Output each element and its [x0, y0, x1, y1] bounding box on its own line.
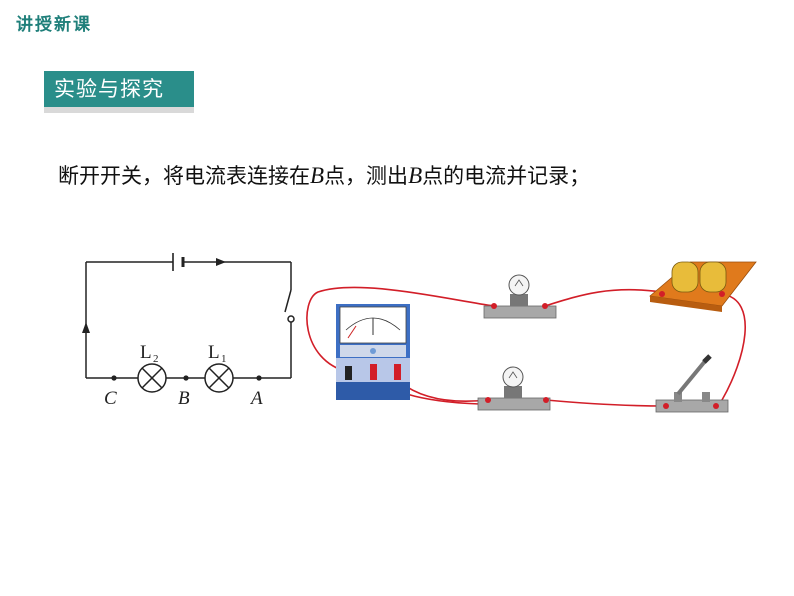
instruction-point2: B — [408, 163, 423, 188]
point-c-dot — [111, 375, 117, 381]
battery-icon — [172, 253, 185, 271]
instruction-part3: 点的电流并记录； — [422, 164, 591, 188]
instruction-part1: 断开开关，将电流表连接在 — [58, 164, 310, 188]
knife-switch-icon — [655, 354, 729, 413]
header-title: 讲授新课 — [16, 15, 92, 35]
point-c-label: C — [104, 388, 117, 409]
instruction-part2: 点，测出 — [324, 164, 409, 188]
ammeter-icon — [336, 304, 410, 400]
point-b-label: B — [178, 388, 190, 409]
point-b-dot — [183, 375, 189, 381]
lamp-l2-label: L — [140, 342, 152, 363]
wires — [306, 286, 746, 409]
section-label: 实验与探究 — [44, 71, 194, 113]
instruction-text: 断开开关，将电流表连接在B点，测出B点的电流并记录； — [58, 160, 590, 190]
circuit-schematic — [82, 253, 295, 393]
current-arrow-top — [216, 258, 226, 266]
lamp-icon-top — [483, 274, 557, 319]
lamp-icon-bottom — [477, 366, 551, 411]
lamp-l2-sub: 2 — [153, 353, 159, 365]
lamp-l1-label: L — [208, 342, 220, 363]
battery-holder-icon — [649, 261, 757, 312]
point-a-label: A — [249, 388, 263, 409]
point-a-dot — [256, 375, 262, 381]
lamp-l1-sub: 1 — [221, 353, 227, 365]
instruction-point1: B — [310, 163, 325, 188]
current-arrow-left — [82, 322, 90, 333]
switch-icon — [284, 289, 295, 323]
lamp-l1-symbol — [204, 363, 234, 393]
lamp-l2-symbol — [137, 363, 167, 393]
